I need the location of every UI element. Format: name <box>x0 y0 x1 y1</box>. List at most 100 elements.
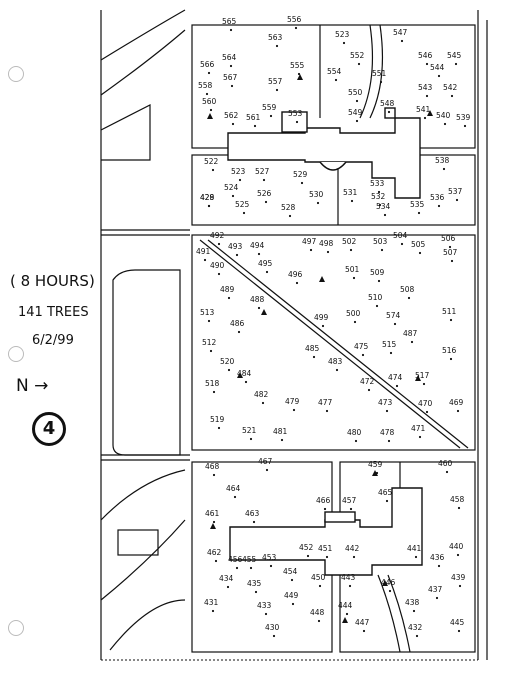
tree-number-label: 428 <box>200 193 215 202</box>
tree-number-label: 536 <box>430 193 445 202</box>
hours-note: ( 8 HOURS) <box>10 272 95 290</box>
tree-dot <box>400 242 404 246</box>
tree-dot <box>375 304 379 308</box>
tree-number-label: 518 <box>205 379 220 388</box>
page-number-value: 4 <box>42 418 56 439</box>
tree-number-label: 473 <box>378 398 393 407</box>
tree-number-label: 444 <box>338 601 353 610</box>
tree-dot <box>275 44 279 48</box>
tree-number-label: 470 <box>418 399 433 408</box>
tree-dot <box>214 559 218 563</box>
tree-number-label: 487 <box>403 329 418 338</box>
tree-dot <box>257 252 261 256</box>
tree-dot <box>442 167 446 171</box>
tree-number-label: 490 <box>210 261 225 270</box>
tree-number-label: 525 <box>235 200 250 209</box>
tree-dot <box>265 270 269 274</box>
tree-number-label: 448 <box>310 608 325 617</box>
tree-dot <box>238 178 242 182</box>
tree-number-label: 523 <box>231 167 246 176</box>
tree-dot <box>410 340 414 344</box>
tree-dot <box>352 555 356 559</box>
tree-number-label: 493 <box>228 242 243 251</box>
tree-number-label: 474 <box>388 373 403 382</box>
tree-number-label: 533 <box>370 179 385 188</box>
tree-dot <box>205 92 209 96</box>
tree-dot <box>443 122 447 126</box>
tree-number-label: 523 <box>335 30 350 39</box>
tree-dot <box>345 612 349 616</box>
tree-number-label: 506 <box>441 234 456 243</box>
tree-number-label: 539 <box>456 113 471 122</box>
tree-number-label: 499 <box>314 313 329 322</box>
tree-dot <box>295 281 299 285</box>
tree-number-label: 465 <box>378 488 393 497</box>
tree-number-label: 564 <box>222 53 237 62</box>
tree-dot <box>380 248 384 252</box>
tree-dot <box>207 319 211 323</box>
tree-number-label: 555 <box>290 61 305 70</box>
tree-dot <box>261 401 265 405</box>
tree-number-label: 467 <box>258 457 273 466</box>
tree-number-label: 545 <box>447 51 462 60</box>
tree-number-label: 527 <box>255 167 270 176</box>
trees-note: 141 TREES <box>18 305 89 320</box>
tree-number-label: 556 <box>287 15 302 24</box>
tree-dot <box>445 470 449 474</box>
tree-number-label: 437 <box>428 585 443 594</box>
tree-number-label: 460 <box>438 459 453 468</box>
tree-dot <box>377 279 381 283</box>
tree-dot <box>207 71 211 75</box>
tree-dot <box>383 213 387 217</box>
tree-dot <box>291 602 295 606</box>
tree-number-label: 501 <box>345 265 360 274</box>
tree-number-label: 521 <box>242 426 257 435</box>
tree-number-label: 469 <box>449 398 464 407</box>
tree-dot <box>323 507 327 511</box>
tree-number-label: 554 <box>327 67 342 76</box>
tree-dot <box>249 437 253 441</box>
tree-dot <box>387 110 391 114</box>
tree-dot <box>227 368 231 372</box>
tree-number-label: 567 <box>223 73 238 82</box>
block-middle <box>191 234 476 451</box>
tree-dot <box>377 190 381 194</box>
tree-number-label: 436 <box>430 553 445 562</box>
binder-hole-middle <box>8 346 24 362</box>
tree-dot <box>325 555 329 559</box>
tree-number-label: 452 <box>299 543 314 552</box>
tree-dot <box>463 124 467 128</box>
tree-dot <box>209 349 213 353</box>
tree-number-label: 529 <box>293 170 308 179</box>
tree-markers <box>207 74 433 623</box>
tree-number-label: 549 <box>348 108 363 117</box>
tree-dot <box>321 324 325 328</box>
tree-dot <box>437 204 441 208</box>
tree-dot <box>417 211 421 215</box>
tree-dot <box>425 410 429 414</box>
tree-number-label: 537 <box>448 187 463 196</box>
tree-number-label: 481 <box>273 427 288 436</box>
tree-number-label: 443 <box>341 573 356 582</box>
tree-dot <box>457 629 461 633</box>
tree-number-label: 451 <box>318 544 333 553</box>
tree-number-label: 453 <box>262 553 277 562</box>
tree-dot <box>418 251 422 255</box>
tree-dot <box>212 473 216 477</box>
tree-dot <box>454 62 458 66</box>
tree-number-label: 446 <box>381 578 396 587</box>
tree-number-label: 558 <box>198 81 213 90</box>
tree-dot <box>265 468 269 472</box>
tree-number-label: 563 <box>268 33 283 42</box>
tree-dot <box>325 409 329 413</box>
tree-dot <box>425 62 429 66</box>
tree-number-label: 498 <box>319 239 334 248</box>
tree-number-label: 540 <box>436 111 451 120</box>
tree-dot <box>264 612 268 616</box>
tree-dot <box>244 380 248 384</box>
tree-dot <box>349 248 353 252</box>
tree-dot <box>393 322 397 326</box>
tree-dot <box>212 390 216 394</box>
tree-number-label: 463 <box>245 509 260 518</box>
tree-dot <box>400 39 404 43</box>
